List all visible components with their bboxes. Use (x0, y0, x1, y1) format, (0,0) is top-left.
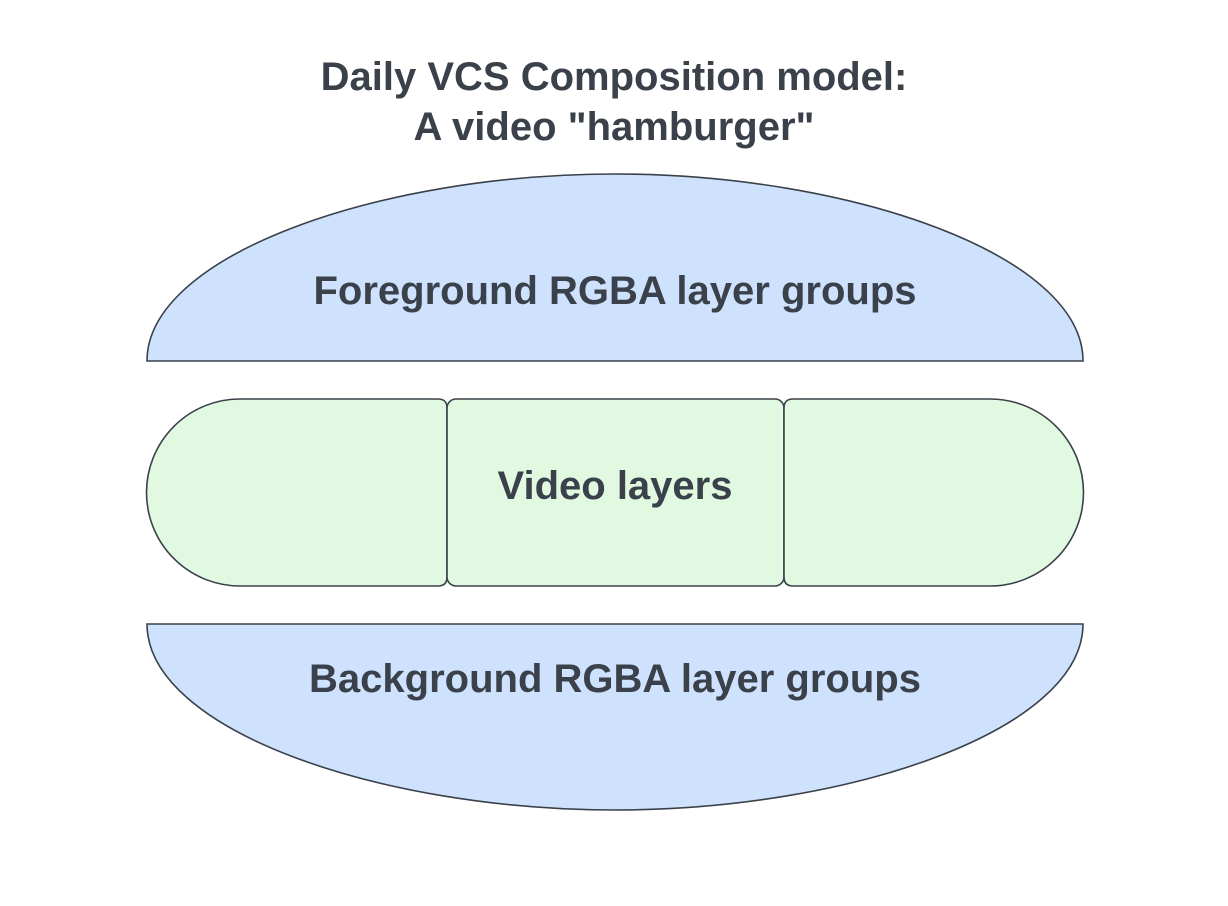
video-layer-shape: Video layers (145, 398, 1085, 587)
bottom-bun-shape (146, 623, 1084, 811)
background-layer-shape: Background RGBA layer groups (146, 623, 1084, 811)
top-bun-shape (146, 173, 1084, 362)
diagram-title-line-1: Daily VCS Composition model: (321, 55, 908, 99)
diagram-title-line-2: A video "hamburger" (414, 105, 815, 149)
patty-right-segment (783, 398, 1085, 587)
foreground-layer-label: Foreground RGBA layer groups (313, 269, 916, 313)
background-layer-label: Background RGBA layer groups (309, 657, 921, 701)
patty-left-segment (145, 398, 448, 587)
video-layer-label: Video layers (498, 464, 733, 508)
foreground-layer-shape: Foreground RGBA layer groups (146, 173, 1084, 362)
